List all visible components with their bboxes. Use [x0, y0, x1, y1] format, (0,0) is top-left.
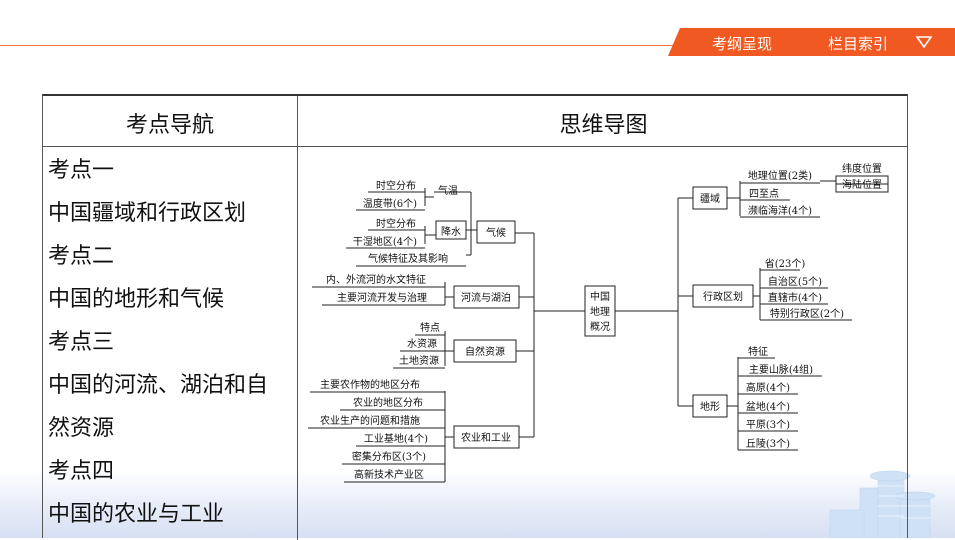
mm-node-rivers: 河流与湖泊 — [461, 291, 511, 304]
mm-leaf: 气候特征及其影响 — [368, 252, 448, 265]
mm-center-2: 地理 — [590, 305, 610, 318]
mm-leaf: 农业的地区分布 — [353, 396, 423, 409]
mm-leaf: 地理位置(2类) — [748, 169, 812, 182]
nav-line[interactable]: 中国的河流、湖泊和自 — [48, 373, 269, 398]
mm-node-admin: 行政区划 — [703, 290, 743, 303]
mm-leaf: 盆地(4个) — [746, 400, 790, 413]
mm-leaf: 时空分布 — [376, 217, 416, 230]
mm-leaf: 主要农作物的地区分布 — [320, 378, 420, 391]
mm-node-climate: 气候 — [486, 226, 506, 239]
mm-leaf: 工业基地(4个) — [364, 432, 428, 445]
mm-node-terrain: 地形 — [700, 400, 720, 413]
mm-node-agri: 农业和工业 — [461, 431, 511, 444]
exam-point-nav: 考点一 中国疆域和行政区划 考点二 中国的地形和气候 考点三 中国的河流、湖泊和… — [48, 149, 293, 536]
mm-leaf: 高原(4个) — [746, 381, 790, 394]
mm-leaf: 四至点 — [749, 188, 779, 200]
bottom-decor-band — [0, 470, 955, 538]
mm-leaf: 海陆位置 — [842, 178, 882, 191]
mm-leaf: 内、外流河的水文特征 — [326, 273, 426, 286]
mm-leaf: 时空分布 — [376, 179, 416, 192]
mm-center-1: 中国 — [590, 290, 610, 303]
col-header-mindmap: 思维导图 — [559, 113, 648, 138]
nav-line[interactable]: 考点二 — [48, 244, 115, 269]
column-divider — [297, 96, 298, 540]
top-rule — [0, 45, 690, 46]
mm-leaf: 高新技术产业区 — [354, 468, 424, 481]
nav-line[interactable]: 中国的地形和气候 — [48, 287, 225, 312]
nav-line[interactable]: 然资源 — [48, 416, 115, 441]
mm-leaf: 平原(3个) — [746, 419, 790, 431]
mm-leaf: 纬度位置 — [842, 162, 882, 175]
nav-line[interactable]: 考点四 — [48, 459, 115, 484]
mm-leaf: 特征 — [748, 346, 768, 358]
section-index-button[interactable]: 栏目索引 — [828, 35, 889, 53]
mm-leaf: 主要河流开发与治理 — [337, 291, 427, 304]
col-header-nav: 考点导航 — [125, 113, 214, 138]
mm-node-temp: 气温 — [438, 184, 458, 197]
mm-leaf: 丘陵(3个) — [746, 438, 790, 450]
mm-leaf: 自治区(5个) — [768, 275, 822, 288]
nav-line[interactable]: 考点三 — [48, 330, 115, 355]
mm-leaf: 特别行政区(2个) — [770, 307, 844, 320]
mm-leaf: 省(23个) — [765, 257, 806, 270]
nav-line[interactable]: 中国疆域和行政区划 — [48, 201, 247, 226]
mm-node-territory: 疆域 — [700, 192, 720, 205]
mm-leaf: 水资源 — [407, 337, 437, 350]
mm-leaf: 土地资源 — [399, 354, 439, 367]
syllabus-button[interactable]: 考纲呈现 — [712, 35, 773, 53]
mm-leaf: 濒临海洋(4个) — [748, 204, 812, 217]
mm-leaf: 主要山脉(4组) — [749, 363, 813, 376]
nav-line[interactable]: 考点一 — [48, 158, 115, 183]
knowledge-table: 考点导航 思维导图 考点一 中国疆域和行政区划 考点二 中国的地形和气候 考点三… — [42, 94, 908, 540]
mm-node-rain: 降水 — [441, 225, 461, 238]
nav-line[interactable]: 中国的农业与工业 — [48, 502, 225, 527]
mm-leaf: 温度带(6个) — [363, 197, 417, 210]
mm-leaf: 特点 — [420, 322, 440, 334]
mm-node-resources: 自然资源 — [465, 345, 505, 358]
dropdown-triangle-icon[interactable] — [916, 36, 932, 48]
table-header-row: 考点导航 思维导图 — [43, 96, 907, 147]
mm-leaf: 农业生产的问题和措施 — [320, 414, 420, 427]
mm-leaf: 直辖市(4个) — [768, 291, 822, 304]
mm-leaf: 密集分布区(3个) — [352, 450, 426, 463]
top-nav-bar: 考纲呈现 栏目索引 — [668, 28, 955, 56]
mm-leaf: 干湿地区(4个) — [353, 235, 417, 248]
mm-center-3: 概况 — [590, 320, 610, 333]
building-illustration-icon — [829, 470, 936, 538]
